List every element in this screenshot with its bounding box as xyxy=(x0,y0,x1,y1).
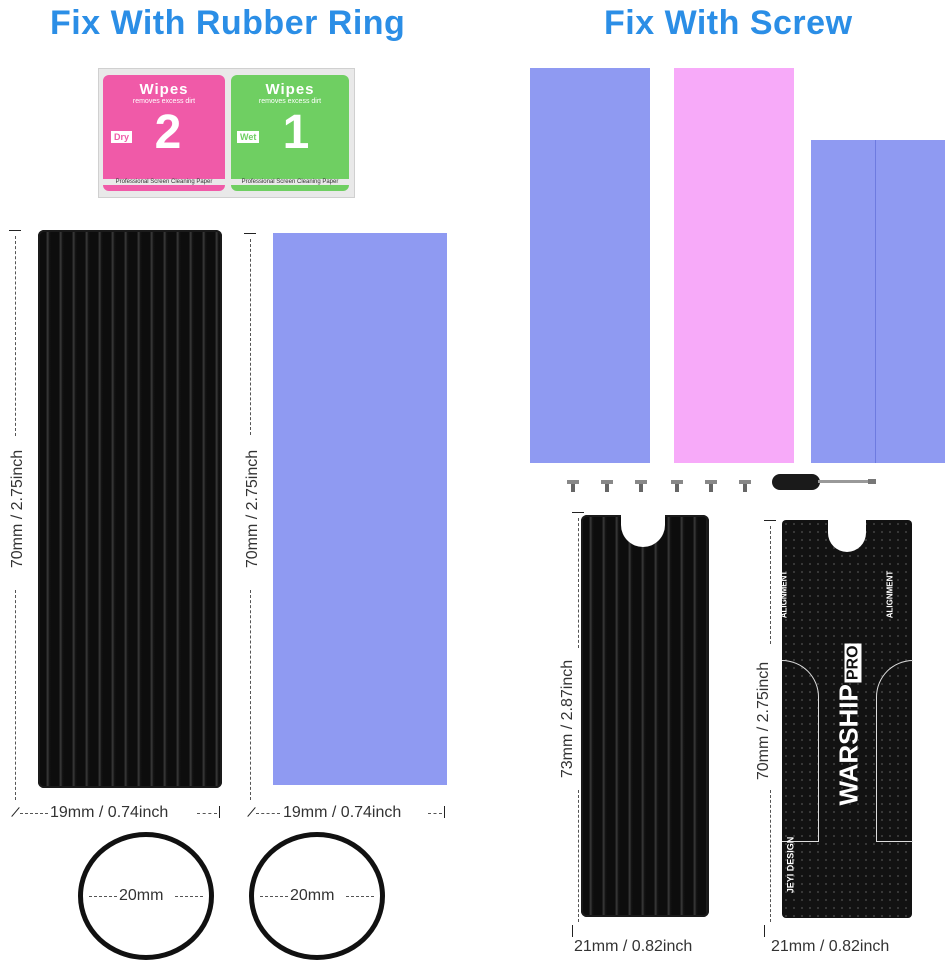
screw-icon xyxy=(705,480,717,492)
wet-wipe-tag: Wet xyxy=(237,131,260,143)
alignment-left-label: ALIGNMENT xyxy=(779,570,789,619)
title-rubber-ring: Fix With Rubber Ring xyxy=(50,4,406,42)
brand-name: WARSHIP xyxy=(833,684,864,806)
dim-tick xyxy=(764,520,776,521)
dim-line xyxy=(20,813,48,814)
heatsink-rubber-ring xyxy=(38,230,222,788)
screw-icon xyxy=(739,480,751,492)
left-pad-height-label: 70mm / 2.75inch xyxy=(244,449,261,569)
screw-icon xyxy=(601,480,613,492)
dim-line xyxy=(250,239,251,435)
screwdriver-icon xyxy=(772,474,876,490)
thermal-pad-blue xyxy=(273,233,447,785)
screw-set xyxy=(565,478,765,496)
rubber-ring: 20mm xyxy=(78,832,214,960)
dim-line xyxy=(770,790,771,922)
cover-notch xyxy=(828,518,866,552)
dim-line xyxy=(197,813,217,814)
dim-line xyxy=(346,896,374,897)
dim-tick xyxy=(9,230,21,231)
dim-line xyxy=(260,896,288,897)
screw-icon xyxy=(635,480,647,492)
thermal-pad-pink xyxy=(674,68,794,463)
warship-pro-cover: ALIGNMENT ALIGNMENT WARSHIPPRO JEYI DESI… xyxy=(779,518,913,918)
thermal-pad-blue-split xyxy=(811,140,945,463)
heatsink-screw xyxy=(581,513,709,917)
maker-label: JEYI DESIGN xyxy=(785,836,796,894)
ring1-diameter-label: 20mm xyxy=(119,887,164,904)
dim-tick xyxy=(219,806,220,818)
left-sink-width-label: 19mm / 0.74inch xyxy=(50,804,169,821)
dim-tick xyxy=(444,806,445,818)
screw-icon xyxy=(567,480,579,492)
cover-curve-left xyxy=(782,660,819,842)
dim-tick xyxy=(11,807,20,817)
ring2-diameter-label: 20mm xyxy=(290,887,335,904)
brand-badge: PRO xyxy=(844,643,862,683)
heatsink-notch xyxy=(621,513,665,547)
right-cover-width-label: 21mm / 0.82inch xyxy=(771,938,890,955)
dim-tick xyxy=(247,807,256,817)
dim-line xyxy=(256,813,280,814)
cover-brand: WARSHIPPRO xyxy=(833,643,865,806)
dim-tick xyxy=(244,233,256,234)
screw-icon xyxy=(671,480,683,492)
dim-line xyxy=(89,896,117,897)
wet-wipe-number: 1 xyxy=(282,106,310,159)
dim-tick xyxy=(572,512,584,513)
wet-wipe-card: Wipes removes excess dirt Wet 1 Professi… xyxy=(231,75,349,191)
wipes-package: Wipes removes excess dirt Dry 2 Professi… xyxy=(98,68,355,198)
dim-line xyxy=(15,236,16,436)
title-screw: Fix With Screw xyxy=(604,4,853,42)
right-sink-width-label: 21mm / 0.82inch xyxy=(574,938,693,955)
dim-line xyxy=(770,526,771,644)
right-sink-height-label: 73mm / 2.87inch xyxy=(559,659,576,779)
dim-line xyxy=(578,790,579,922)
right-cover-height-label: 70mm / 2.75inch xyxy=(755,661,772,781)
cover-curve-right xyxy=(876,660,913,842)
dry-wipe-card: Wipes removes excess dirt Dry 2 Professi… xyxy=(103,75,225,191)
dry-wipe-tag: Dry xyxy=(111,131,133,143)
pad-split-line xyxy=(875,140,876,463)
dim-line xyxy=(578,518,579,648)
dry-wipe-number: 2 xyxy=(154,106,182,159)
left-sink-height-label: 70mm / 2.75inch xyxy=(9,449,26,569)
wet-wipe-title: Wipes xyxy=(265,81,315,98)
dry-wipe-subtitle: removes excess dirt xyxy=(132,98,196,105)
dim-line xyxy=(428,813,442,814)
dim-tick xyxy=(572,925,573,937)
alignment-right-label: ALIGNMENT xyxy=(885,570,895,619)
left-pad-width-label: 19mm / 0.74inch xyxy=(283,804,402,821)
dim-line xyxy=(15,590,16,800)
dry-wipe-footer: Professional Screen Cleaning Paper xyxy=(103,179,225,185)
dim-line xyxy=(250,590,251,800)
dry-wipe-title: Wipes xyxy=(139,81,189,98)
wet-wipe-footer: Professional Screen Cleaning Paper xyxy=(231,179,349,185)
wet-wipe-subtitle: removes excess dirt xyxy=(258,98,322,105)
thermal-pad-blue xyxy=(530,68,650,463)
dim-tick xyxy=(764,925,765,937)
rubber-ring: 20mm xyxy=(249,832,385,960)
dim-line xyxy=(175,896,203,897)
